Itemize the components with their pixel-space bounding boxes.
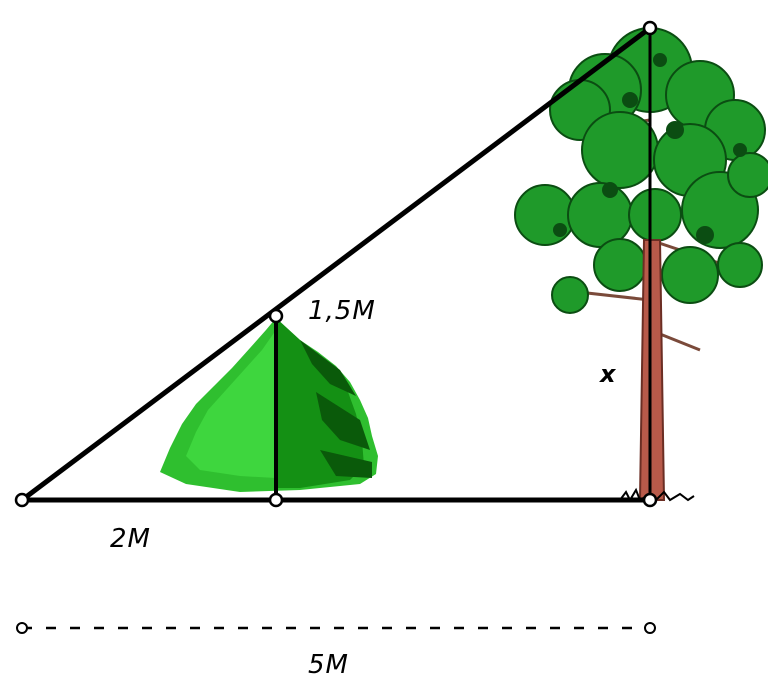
vertex-small-base: [268, 492, 284, 508]
large-tree-illustration: [514, 27, 768, 503]
short-base-label: 2M: [110, 524, 151, 554]
unknown-height-label: x: [600, 360, 617, 388]
vertex-tree-base: [642, 492, 658, 508]
triangle-lines: [20, 26, 652, 503]
small-tree-illustration: [160, 316, 378, 498]
vertex-tree-top: [642, 20, 658, 36]
vertex-ground-left: [14, 492, 30, 508]
total-distance-dimension: [16, 622, 656, 634]
vertex-small-top: [268, 308, 284, 324]
small-tree-height-label: 1,5M: [308, 296, 376, 326]
long-base-label: 5M: [308, 650, 349, 680]
